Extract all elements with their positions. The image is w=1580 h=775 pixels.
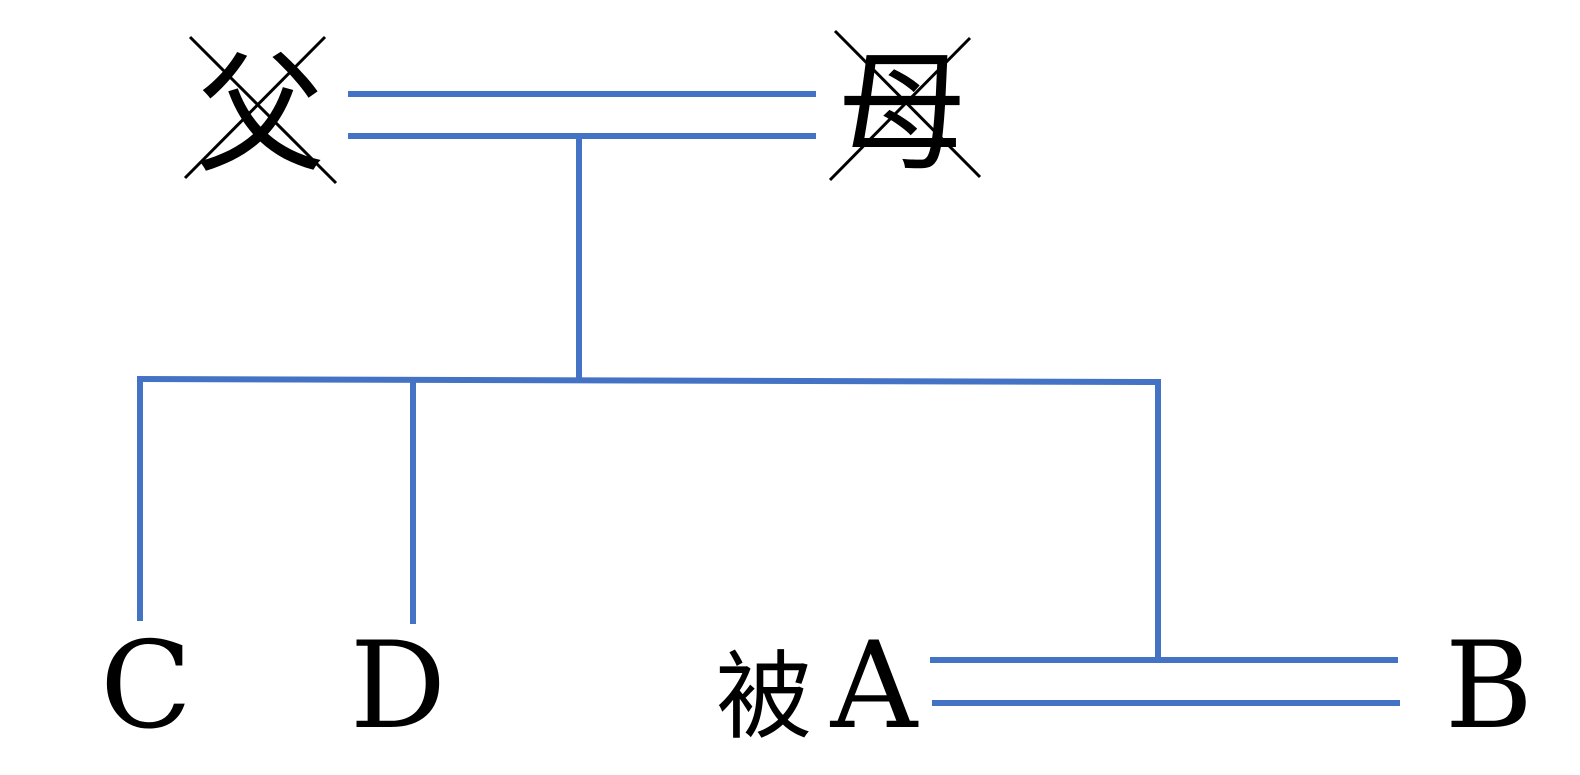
child-d-label: D	[350, 617, 446, 756]
parents-marriage-line	[348, 91, 816, 139]
father-deceased-cross-icon	[183, 35, 338, 185]
child-c-label: C	[100, 617, 192, 756]
person-a-prefix: 被	[716, 641, 812, 753]
mother-deceased-cross-icon	[828, 29, 982, 182]
person-a-node: 被 A	[716, 617, 919, 756]
mother-node: 母	[828, 29, 982, 189]
person-b-label: B	[1445, 617, 1533, 756]
a-b-marriage-line	[930, 657, 1400, 706]
person-a-label: A	[830, 617, 919, 756]
siblings-bar	[136, 376, 1162, 385]
father-node: 父	[183, 35, 338, 191]
